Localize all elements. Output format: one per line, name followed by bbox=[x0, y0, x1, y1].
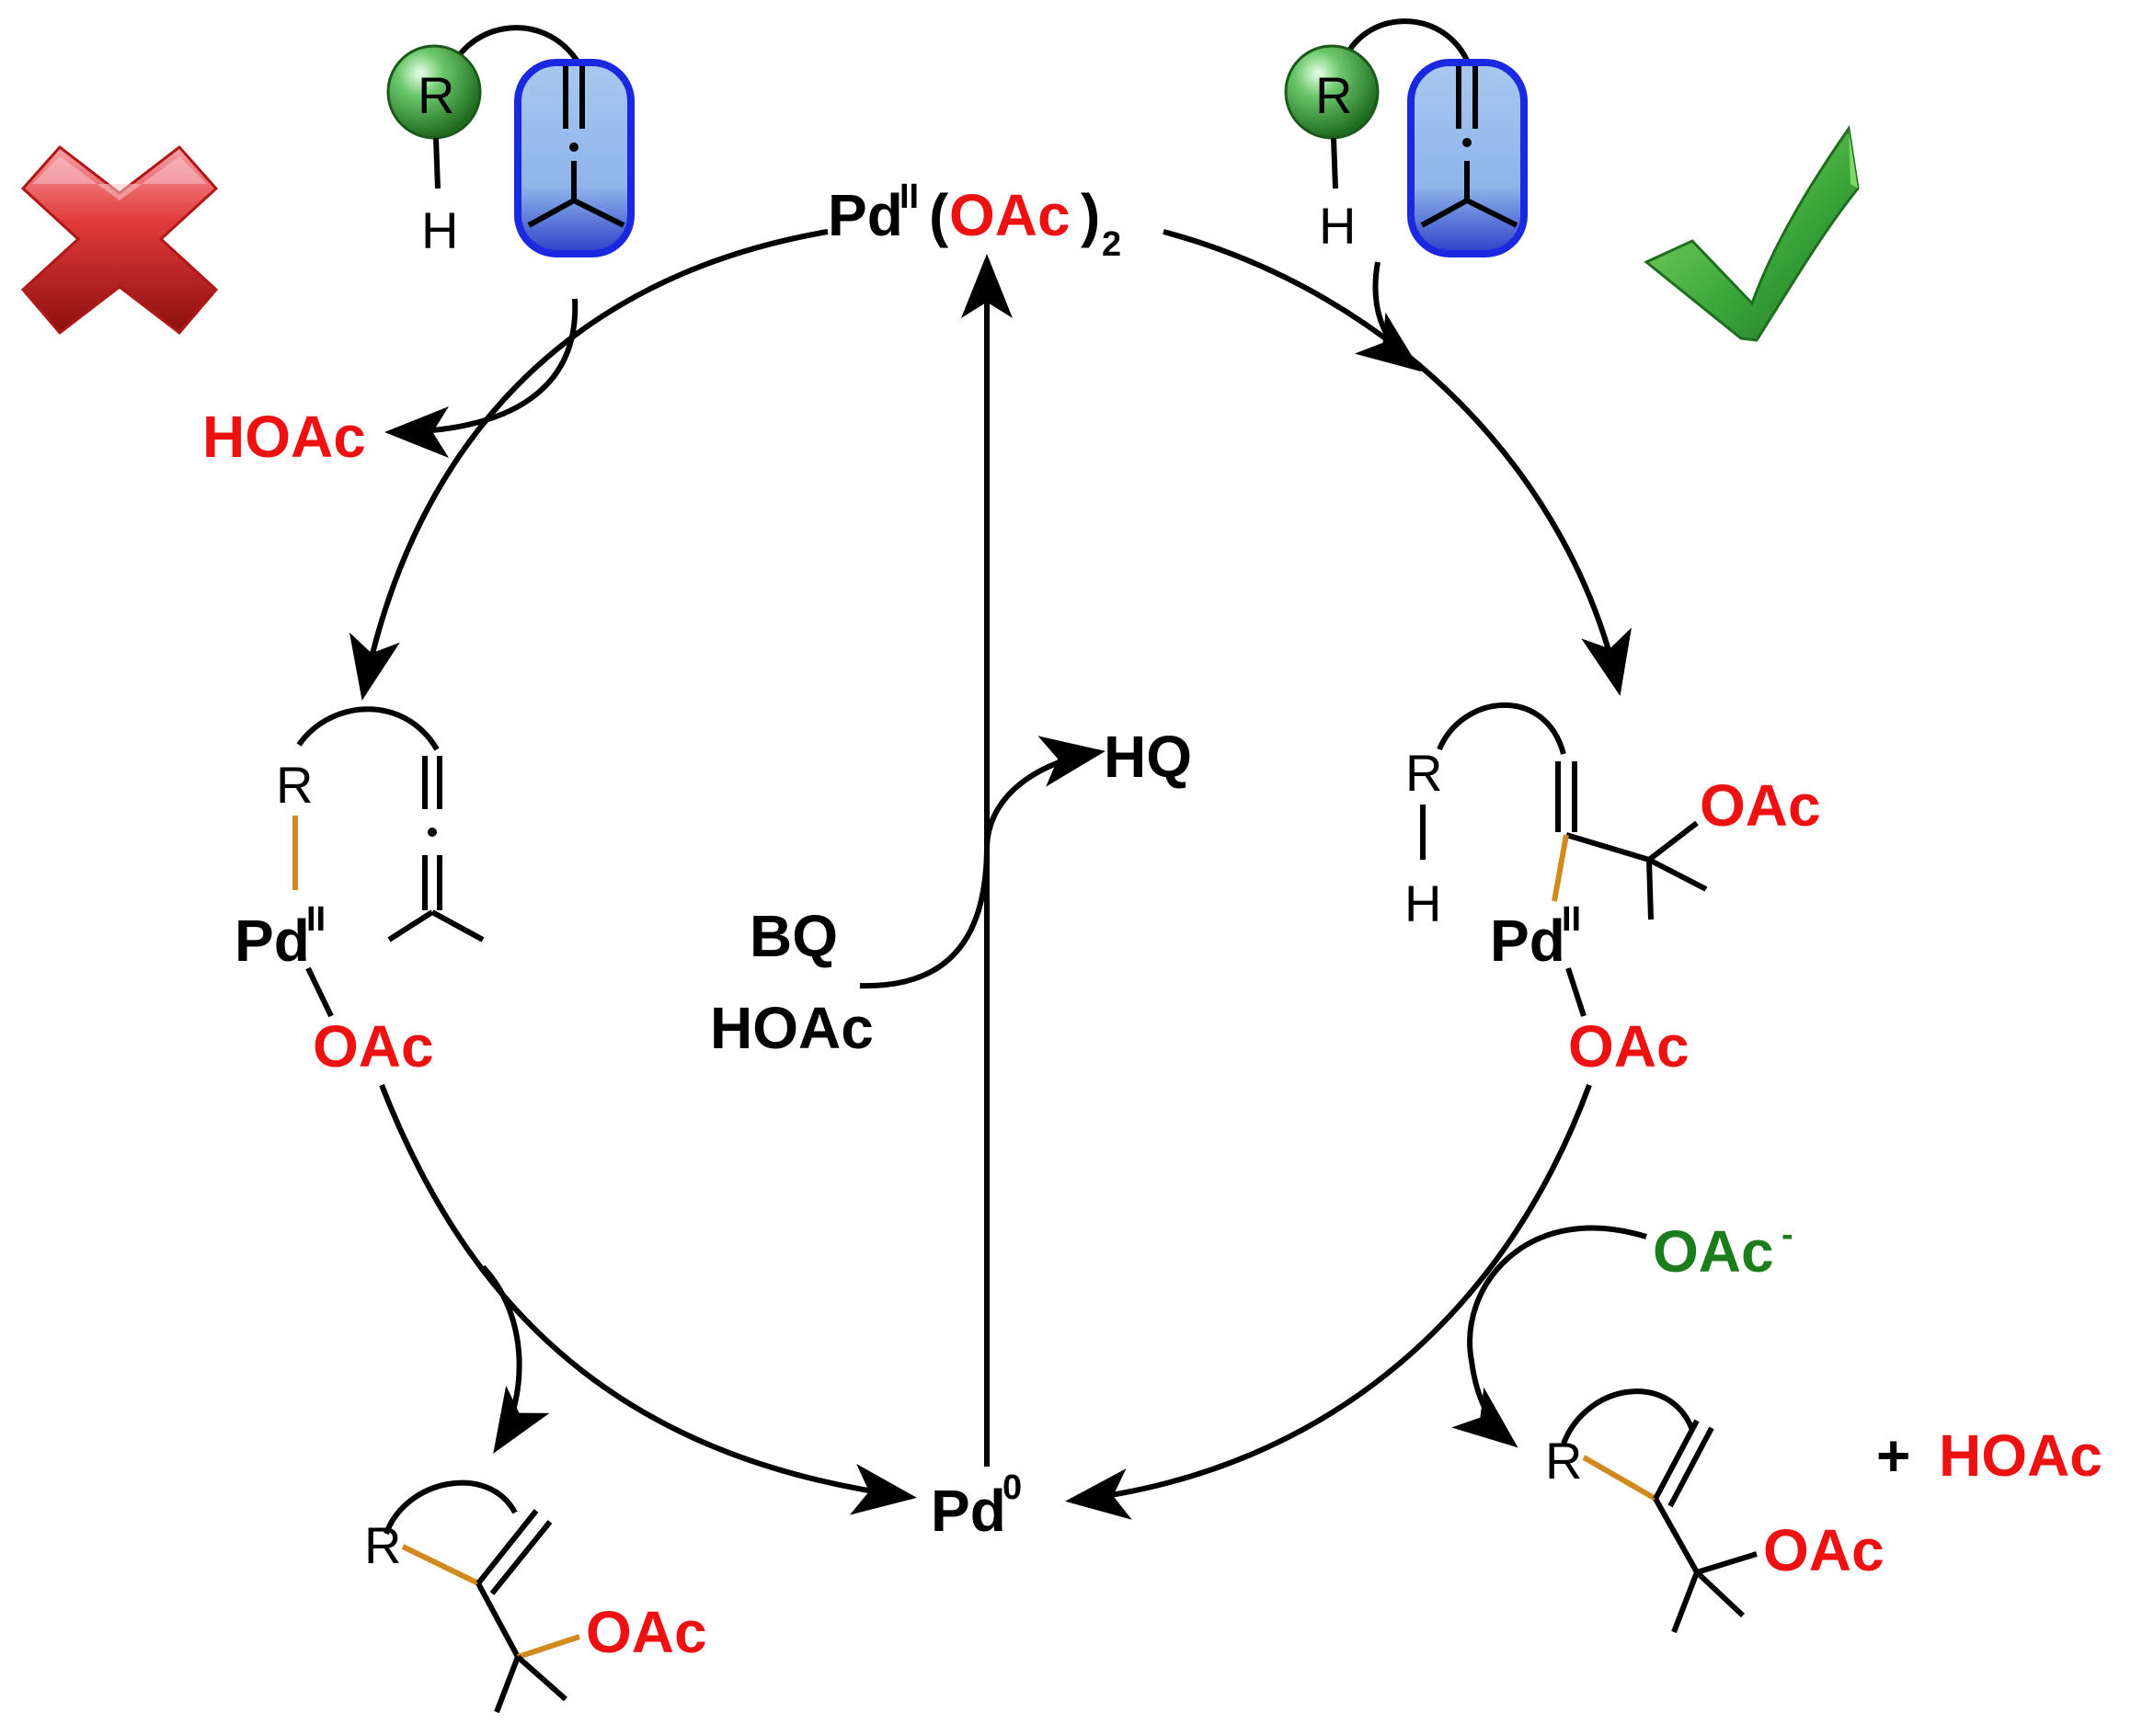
top-paren-close: ) bbox=[1081, 182, 1100, 248]
r-group-sphere-right bbox=[1284, 44, 1380, 140]
product-right-oac: OAc bbox=[1763, 1517, 1885, 1583]
arrow-substrate-entry-right bbox=[1354, 261, 1422, 372]
arrow-oac-attack-right bbox=[1451, 1225, 1647, 1448]
top-subscript: 2 bbox=[1102, 225, 1121, 264]
bq-label: BQ bbox=[750, 903, 838, 969]
substrate-right: R H bbox=[1284, 18, 1528, 257]
substrate-right-r: R bbox=[1315, 66, 1352, 124]
green-check-icon bbox=[1644, 125, 1860, 342]
arrow-bq-to-hq bbox=[859, 736, 1106, 989]
substrate-right-h: H bbox=[1319, 197, 1356, 255]
arrow-top-to-right-complex bbox=[1163, 229, 1632, 696]
left-int-r: R bbox=[276, 756, 313, 814]
oac-anion: OAc bbox=[1653, 1218, 1774, 1285]
hoac-center-label: HOAc bbox=[710, 995, 874, 1061]
top-paren-open: ( bbox=[929, 182, 949, 248]
left-pd-label: Pd bbox=[235, 908, 310, 974]
hoac-released-left: HOAc bbox=[202, 404, 366, 470]
alkene-box-right bbox=[1407, 59, 1528, 257]
product-left-oac: OAc bbox=[586, 1599, 707, 1665]
r-group-sphere-left bbox=[386, 44, 482, 140]
left-pd-oxidation: II bbox=[306, 900, 326, 939]
plus-sign: + bbox=[1876, 1422, 1910, 1489]
right-pd-oac: OAc bbox=[1568, 1013, 1690, 1079]
substrate-left: R H bbox=[386, 25, 635, 259]
product-right: R OAc bbox=[1545, 1388, 1885, 1634]
arrow-product-release-left bbox=[480, 1264, 550, 1454]
left-intermediate: R Pd II OAc bbox=[235, 706, 485, 1079]
bottom-pd-oxidation: 0 bbox=[1002, 1468, 1022, 1507]
bottom-pd-label: Pd bbox=[931, 1478, 1006, 1544]
right-pd-oxidation: II bbox=[1562, 900, 1581, 939]
arrow-hoac-release-left bbox=[384, 298, 579, 458]
alkene-box-left bbox=[514, 59, 635, 257]
hq-label: HQ bbox=[1104, 724, 1192, 790]
substrate-left-h: H bbox=[421, 201, 458, 259]
arrow-right-complex-to-pd0 bbox=[1065, 1083, 1592, 1520]
right-int-h: H bbox=[1404, 874, 1441, 932]
substrate-left-r: R bbox=[418, 66, 454, 124]
arrow-left-complex-to-pd0 bbox=[379, 1083, 917, 1515]
right-pd-label: Pd bbox=[1490, 908, 1565, 974]
hoac-byproduct: HOAc bbox=[1939, 1422, 2102, 1489]
product-right-r: R bbox=[1545, 1432, 1582, 1490]
oac-anion-charge: - bbox=[1782, 1216, 1793, 1254]
top-oac: OAc bbox=[949, 182, 1071, 248]
red-x-icon bbox=[20, 144, 219, 336]
top-pd-label: Pd bbox=[828, 182, 903, 248]
right-int-r: R bbox=[1405, 744, 1442, 802]
right-int-oac-top: OAc bbox=[1700, 772, 1821, 839]
top-pd-oxidation: II bbox=[899, 177, 919, 216]
product-left-r: R bbox=[364, 1516, 401, 1574]
product-left: R OAc bbox=[364, 1479, 707, 1714]
left-pd-oac: OAc bbox=[313, 1013, 434, 1079]
right-intermediate: R H OAc Pd II OAc bbox=[1404, 702, 1821, 1079]
arrow-top-to-left-complex bbox=[349, 229, 829, 701]
